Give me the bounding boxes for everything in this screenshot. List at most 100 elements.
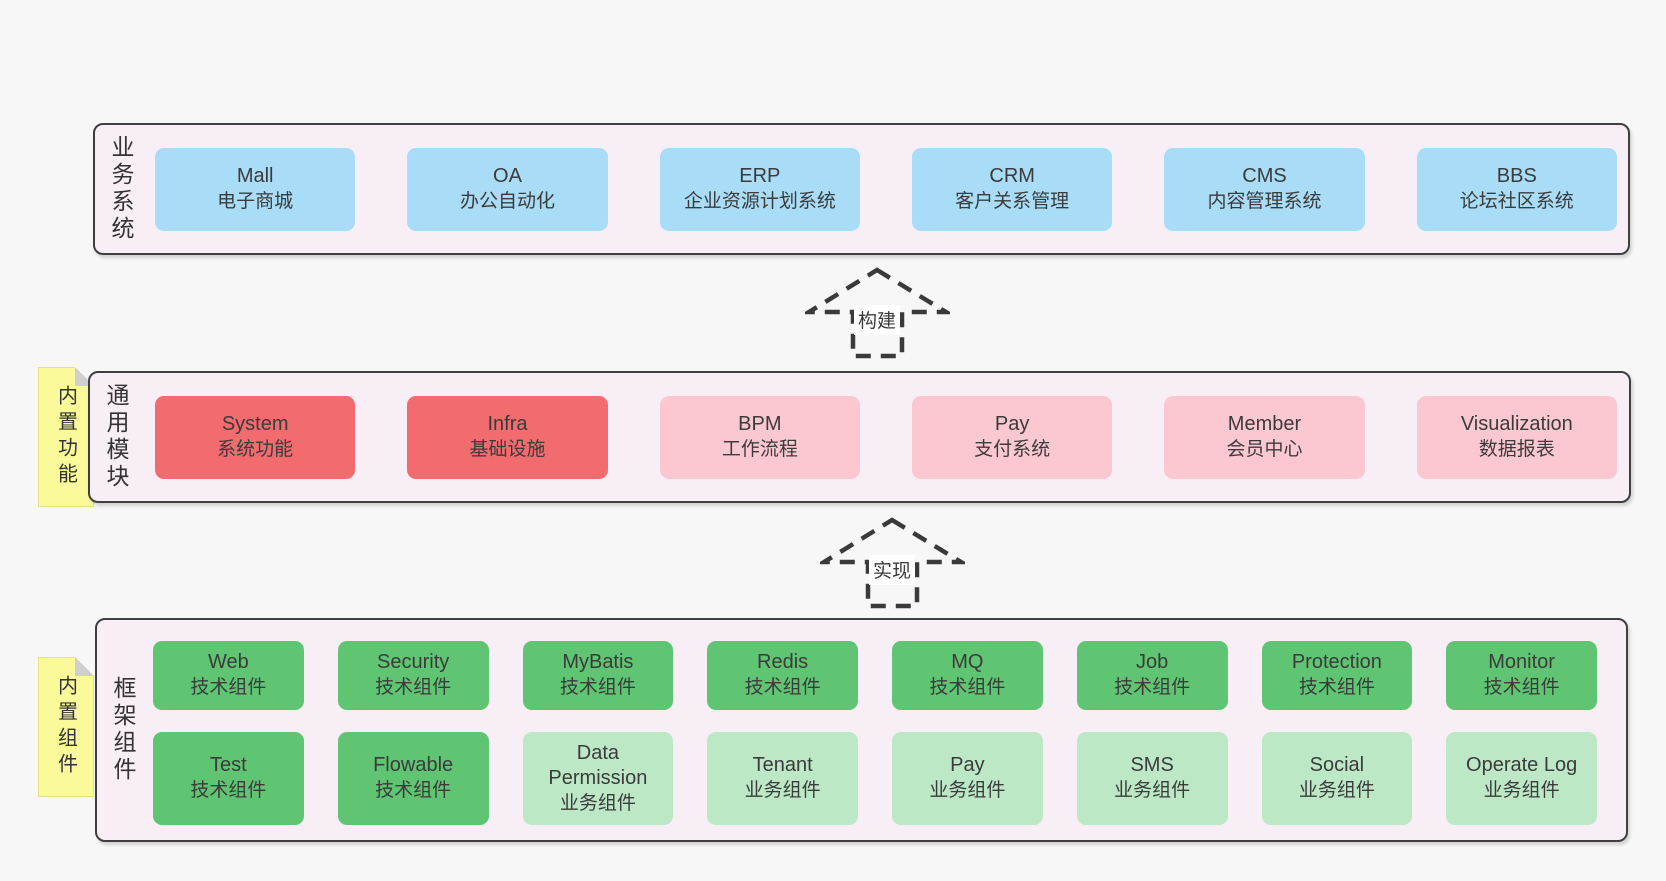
box-description: 业务组件 [559, 792, 636, 814]
box-description: 技术组件 [744, 677, 821, 699]
diagram-box-mq: MQ 技术组件 [892, 641, 1043, 710]
box-name: MyBatis [562, 651, 634, 674]
sticky-note-builtin-features: 内置功能 [38, 367, 94, 507]
box-name: Monitor [1488, 651, 1555, 674]
diagram-box-cms: CMS 内容管理系统 [1164, 147, 1365, 231]
diagram-box-protection: Protection 技术组件 [1261, 641, 1413, 710]
box-description: 论坛社区系统 [1459, 191, 1574, 212]
box-name: Redis [757, 651, 809, 674]
box-description: 客户关系管理 [955, 191, 1070, 212]
business-systems-panel: 业务系统 Mall 电子商城 OA 办公自动化 ERP 企业资源计划系统 CRM 客户关系管理… [93, 123, 1630, 255]
box-description: 办公自动化 [459, 191, 555, 212]
box-name: Mall [236, 165, 274, 187]
box-description: 业务组件 [1298, 780, 1375, 802]
build-arrow: 构建 [805, 267, 950, 359]
box-name: Operate Log [1466, 754, 1578, 777]
box-description: 技术组件 [1298, 677, 1375, 699]
box-description: 数据报表 [1478, 439, 1555, 460]
diagram-box-member: Member 会员中心 [1164, 395, 1365, 479]
box-description: 支付系统 [974, 439, 1051, 460]
box-description: 技术组件 [559, 677, 636, 699]
build-arrow-label-bg [854, 305, 900, 335]
diagram-box-mall: Mall 电子商城 [155, 147, 356, 231]
diagram-box-sms: SMS 业务组件 [1076, 731, 1228, 825]
business-systems-box-row: Mall 电子商城 OA 办公自动化 ERP 企业资源计划系统 CRM 客户关系管理 CMS 内容… [155, 125, 1617, 253]
common-modules-panel: 通用模块 System 系统功能 Infra 基础设施 BPM 工作流程 Pay 支付系统 Me… [88, 371, 1631, 503]
sticky-note-builtin-components: 内置组件 [38, 657, 94, 797]
diagram-box-system: System 系统功能 [155, 395, 356, 479]
box-description: 技术组件 [190, 677, 267, 699]
diagram-box-web: Web 技术组件 [153, 641, 304, 710]
implement-arrow-label: 实现 [873, 560, 911, 582]
box-name: Infra [487, 413, 528, 435]
box-name: SMS [1130, 754, 1174, 777]
framework-components-panel-title: 框架组件 [110, 676, 136, 784]
diagram-box-operate-log: Operate Log 业务组件 [1446, 731, 1597, 825]
box-description: 业务组件 [1114, 780, 1191, 802]
box-description: 技术组件 [375, 780, 452, 802]
box-name: CRM [989, 165, 1035, 187]
diagram-box-data-permission: Data Permission 业务组件 [522, 731, 674, 825]
box-name: Security [377, 651, 450, 674]
sticky-note-builtin-components-label: 内置组件 [54, 675, 77, 779]
implement-arrow: 实现 [820, 517, 965, 609]
diagram-box-redis: Redis 技术组件 [707, 641, 858, 710]
box-name: Job [1136, 651, 1169, 674]
diagram-box-pay: Pay 支付系统 [911, 395, 1113, 479]
common-modules-panel-title: 通用模块 [103, 383, 129, 491]
box-description: 工作流程 [721, 439, 798, 460]
box-description: 业务组件 [1483, 780, 1560, 802]
implement-arrow-label-bg [869, 555, 915, 585]
box-description: 电子商城 [217, 191, 294, 212]
diagram-box-job: Job 技术组件 [1076, 641, 1228, 710]
box-description: 技术组件 [375, 677, 452, 699]
box-name: Pay [994, 413, 1030, 435]
diagram-box-crm: CRM 客户关系管理 [911, 147, 1113, 231]
diagram-box-bbs: BBS 论坛社区系统 [1416, 147, 1617, 231]
box-name: Tenant [752, 754, 813, 777]
diagram-box-mybatis: MyBatis 技术组件 [522, 641, 674, 710]
diagram-box-social: Social 业务组件 [1261, 731, 1413, 825]
business-systems-panel-title: 业务系统 [108, 135, 134, 243]
box-name: BPM [738, 413, 782, 435]
box-description: 系统功能 [217, 439, 294, 460]
diagram-box-security: Security 技术组件 [337, 641, 489, 710]
box-name: MQ [951, 651, 984, 674]
box-name: System [221, 413, 289, 435]
box-description: 技术组件 [929, 677, 1006, 699]
box-name: Member [1227, 413, 1302, 435]
box-name: Test [210, 754, 247, 777]
diagram-box-test: Test 技术组件 [153, 731, 304, 825]
box-name: Web [207, 651, 249, 674]
box-name: Flowable [373, 754, 454, 777]
diagram-box-erp: ERP 企业资源计划系统 [659, 147, 860, 231]
box-name: Data Permission [548, 741, 648, 789]
box-name: CMS [1242, 165, 1287, 187]
box-name: Visualization [1460, 413, 1573, 435]
box-description: 会员中心 [1226, 439, 1303, 460]
box-description: 内容管理系统 [1207, 191, 1322, 212]
box-description: 技术组件 [1483, 677, 1560, 699]
diagram-box-infra: Infra 基础设施 [407, 395, 608, 479]
box-name: ERP [739, 165, 781, 187]
box-name: BBS [1496, 165, 1537, 187]
common-modules-box-row: System 系统功能 Infra 基础设施 BPM 工作流程 Pay 支付系统 Member 会… [155, 373, 1617, 501]
diagram-box-flowable: Flowable 技术组件 [337, 731, 489, 825]
box-description: 基础设施 [469, 439, 546, 460]
box-description: 企业资源计划系统 [683, 191, 836, 212]
diagram-box-bpm: BPM 工作流程 [659, 395, 860, 479]
sticky-note-builtin-features-label: 内置功能 [54, 385, 77, 489]
box-name: OA [493, 165, 522, 187]
box-description: 技术组件 [1114, 677, 1191, 699]
build-arrow-label: 构建 [858, 310, 896, 332]
diagram-box-oa: OA 办公自动化 [407, 147, 608, 231]
box-description: 技术组件 [190, 780, 267, 802]
box-name: Social [1309, 754, 1365, 777]
box-description: 业务组件 [929, 780, 1006, 802]
box-name: Protection [1291, 651, 1382, 674]
diagram-box-monitor: Monitor 技术组件 [1446, 641, 1597, 710]
